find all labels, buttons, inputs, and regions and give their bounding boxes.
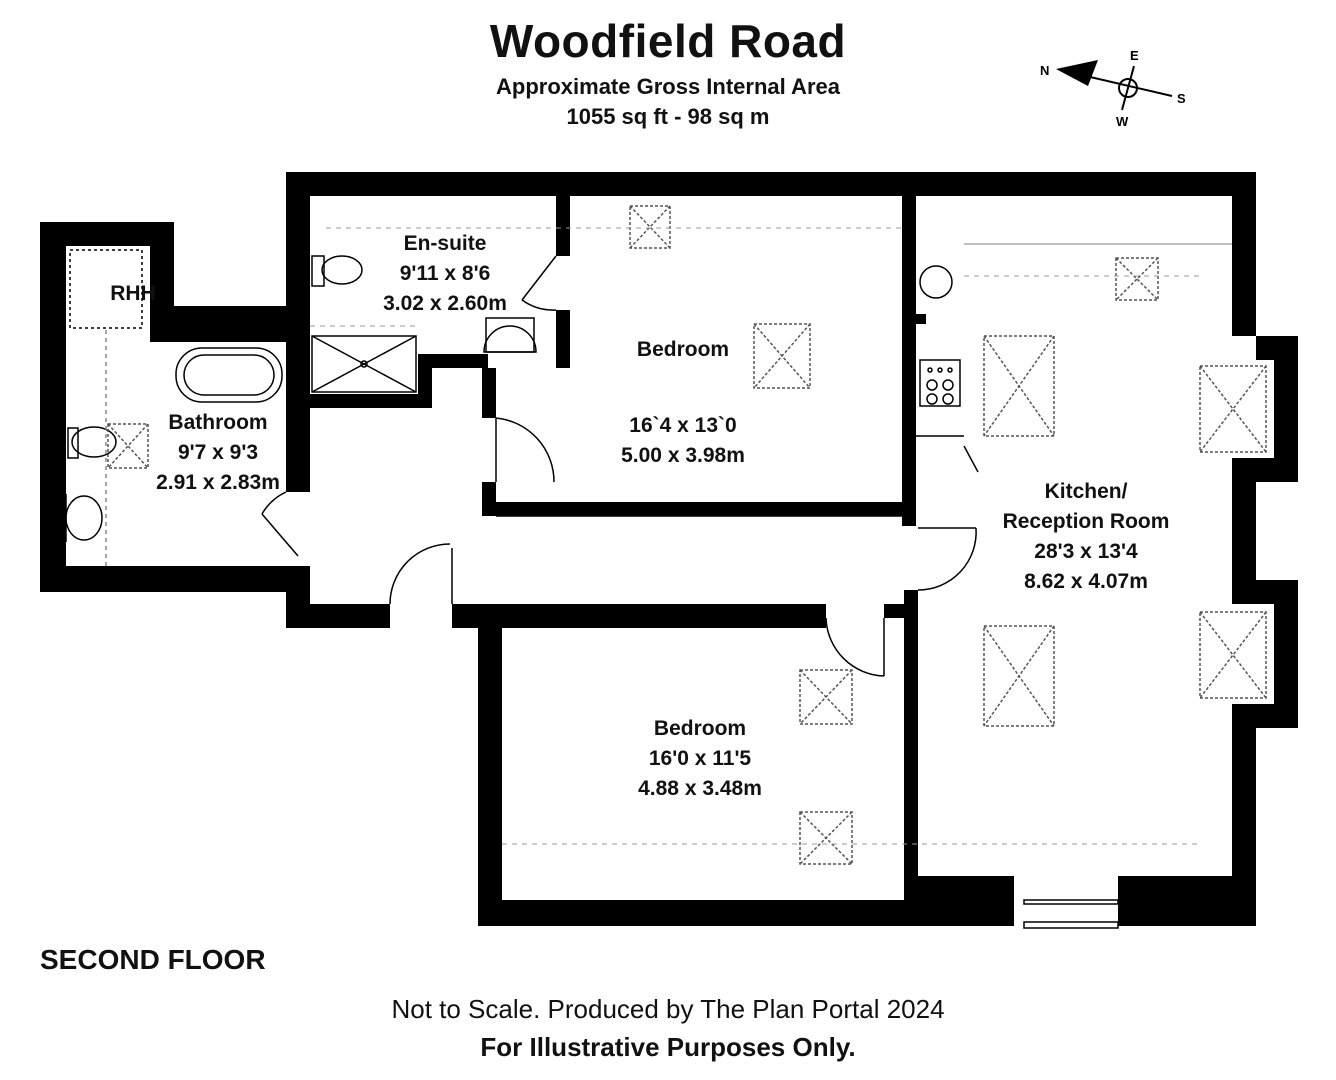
compass-icon: N E S W	[1040, 48, 1186, 129]
compass-n: N	[1040, 63, 1049, 78]
room-kitchen: Kitchen/ Reception Room 28'3 x 13'4 8.62…	[976, 477, 1196, 597]
room-ensuite-name: En-suite	[403, 232, 487, 255]
room-bedroom2-metric: 4.88 x 3.48m	[638, 777, 762, 800]
room-bedroom2-imperial: 16'0 x 11'5	[648, 747, 752, 770]
room-bedroom1-metric: 5.00 x 3.98m	[621, 444, 745, 467]
room-ensuite-imperial: 9'11 x 8'6	[399, 262, 491, 285]
room-kitchen-metric: 8.62 x 4.07m	[1024, 570, 1148, 593]
compass-s: S	[1177, 91, 1186, 106]
room-ensuite-metric: 3.02 x 2.60m	[383, 292, 507, 315]
room-bathroom: Bathroom 9'7 x 9'3 2.91 x 2.83m	[138, 408, 298, 498]
plan-subtitle: Approximate Gross Internal Area	[496, 74, 840, 99]
footer-disclaimer: Not to Scale. Produced by The Plan Porta…	[391, 994, 945, 1024]
walls	[40, 172, 1298, 929]
room-kitchen-imperial: 28'3 x 13'4	[1034, 540, 1138, 563]
plan-title: Woodfield Road	[489, 15, 847, 67]
room-bathroom-imperial: 9'7 x 9'3	[177, 441, 259, 464]
fixtures	[65, 205, 1267, 865]
rhh-label: RHH	[110, 282, 156, 305]
floor-label: SECOND FLOOR	[40, 944, 266, 975]
room-bedroom1-imperial: 16`4 x 13`0	[629, 414, 737, 437]
room-bedroom2: Bedroom 16'0 x 11'5 4.88 x 3.48m	[610, 714, 790, 804]
compass-w: W	[1116, 114, 1129, 129]
room-bedroom2-name: Bedroom	[653, 717, 747, 740]
room-bedroom1-dims: 16`4 x 13`0 5.00 x 3.98m	[590, 411, 776, 471]
room-kitchen-name2: Reception Room	[1002, 510, 1170, 533]
room-bedroom1-name: Bedroom	[636, 338, 730, 361]
room-kitchen-name1: Kitchen/	[1044, 480, 1128, 503]
compass-e: E	[1130, 48, 1139, 63]
plan-area: 1055 sq ft - 98 sq m	[566, 104, 770, 129]
room-ensuite: En-suite 9'11 x 8'6 3.02 x 2.60m	[360, 229, 530, 319]
room-bathroom-metric: 2.91 x 2.83m	[156, 471, 280, 494]
room-bathroom-name: Bathroom	[168, 411, 268, 434]
footer-illustrative: For Illustrative Purposes Only.	[480, 1032, 856, 1062]
